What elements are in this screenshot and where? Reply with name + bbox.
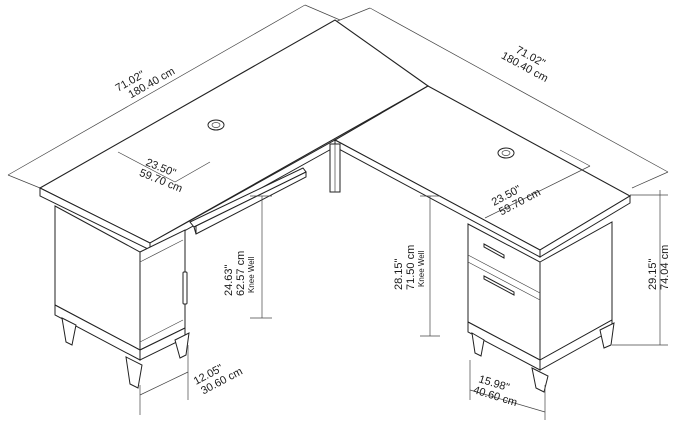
dim-right-top-width bbox=[334, 7, 669, 189]
dim-right-knee bbox=[420, 195, 440, 337]
left-knee-in: 24.63" bbox=[223, 264, 235, 296]
dim-right-depth bbox=[484, 149, 591, 219]
left-knee-cm: 62.57 cm bbox=[235, 251, 247, 296]
left-knee-label: Knee Well bbox=[247, 256, 256, 293]
left-pedestal bbox=[54, 205, 190, 389]
right-knee-label: Knee Well bbox=[417, 250, 426, 287]
grommet-right-icon bbox=[497, 147, 515, 159]
dim-left-depth bbox=[117, 151, 211, 183]
dim-left-pedestal-depth bbox=[139, 345, 189, 415]
keyboard-tray bbox=[189, 167, 307, 235]
right-knee-cm: 71.50 cm bbox=[405, 245, 417, 290]
overall-height-in: 29.15" bbox=[647, 258, 659, 290]
grommet-left-icon bbox=[207, 119, 225, 131]
overall-height-cm: 74.04 cm bbox=[659, 245, 671, 290]
right-pedestal bbox=[467, 221, 615, 393]
dim-left-knee bbox=[250, 195, 272, 319]
dim-overall-height bbox=[612, 190, 668, 346]
right-knee-in: 28.15" bbox=[393, 258, 405, 290]
corner-leg bbox=[329, 143, 341, 193]
dim-right-pedestal-depth bbox=[469, 360, 546, 420]
dim-left-top-width bbox=[7, 4, 341, 191]
desk-top bbox=[38, 19, 632, 258]
